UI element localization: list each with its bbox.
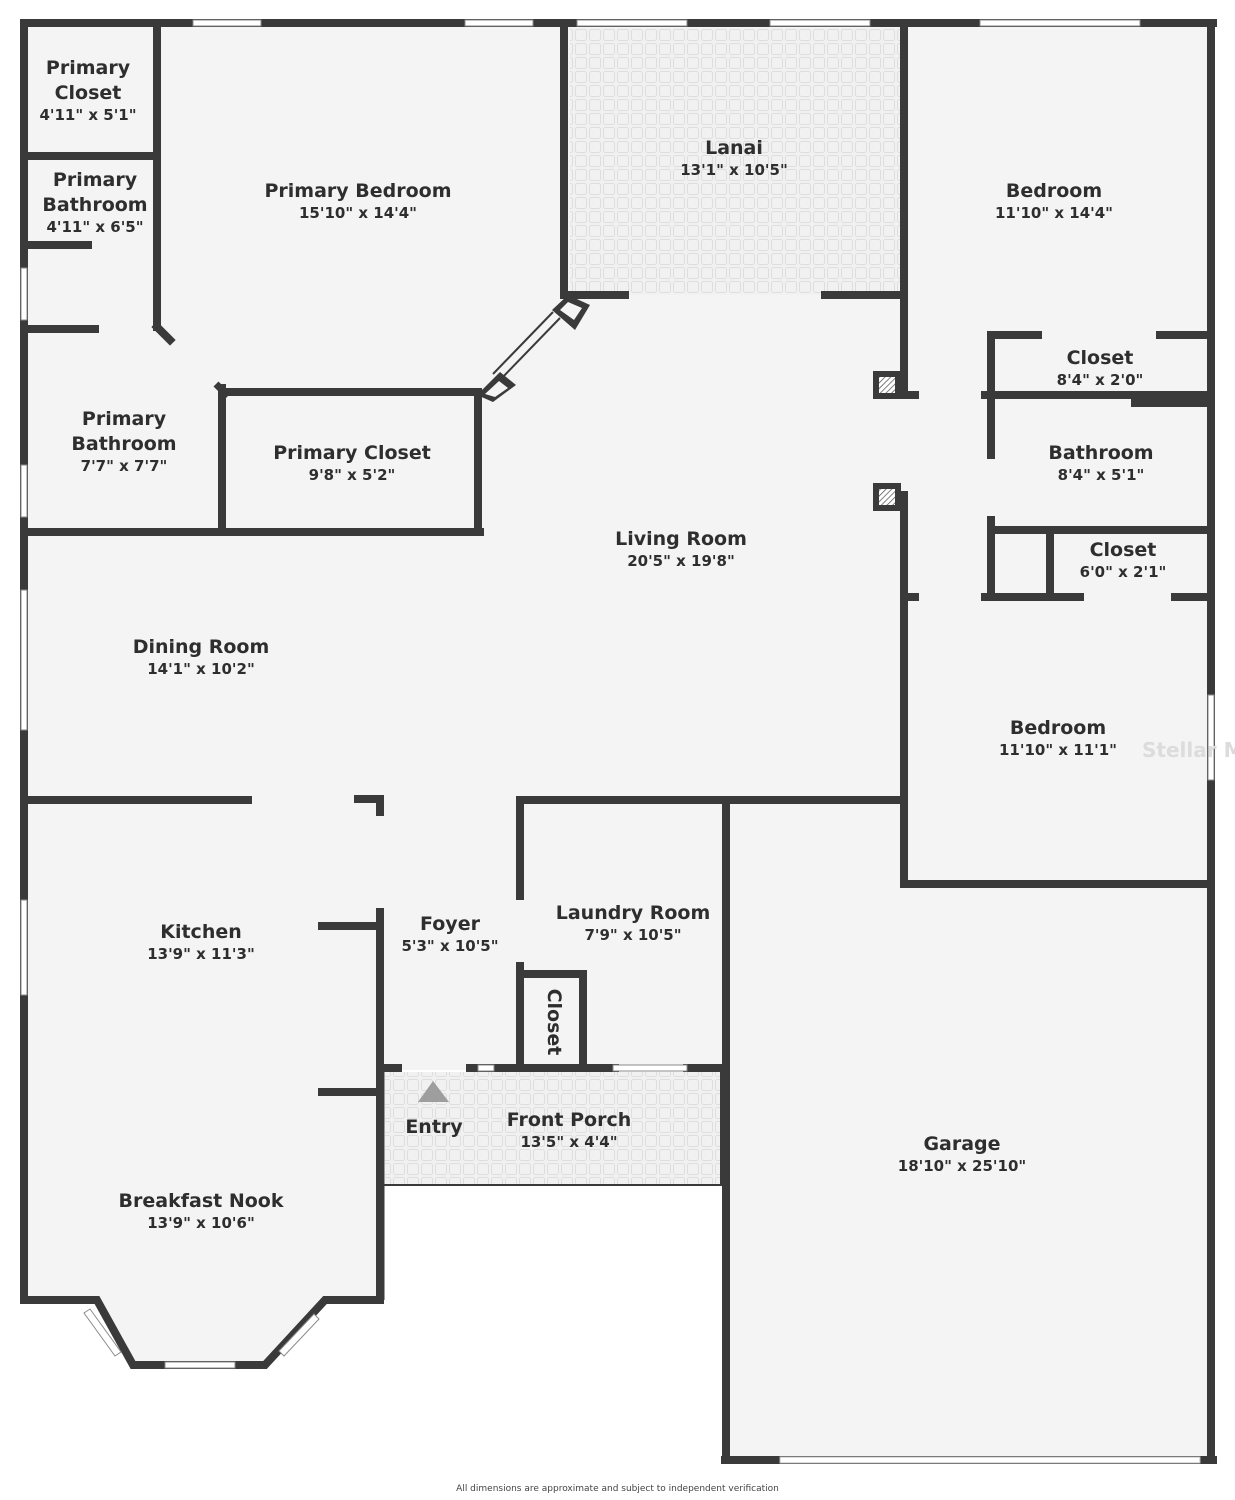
primary-bedroom-dims: 15'10" x 14'4" — [299, 204, 417, 222]
pillars — [213, 295, 590, 402]
watermark: Stellar MLS — [1142, 738, 1235, 762]
bedroom-top-dims: 11'10" x 14'4" — [995, 204, 1113, 222]
bedroom-bottom-dims: 11'10" x 11'1" — [999, 741, 1117, 759]
primary-bathroom-name-1: Primary — [82, 408, 167, 430]
closet-right-top-name: Closet — [1067, 347, 1134, 369]
primary-bathroom-small-name-1: Primary — [53, 169, 138, 191]
primary-bathroom-dims: 7'7" x 7'7" — [81, 457, 168, 475]
primary-closet-small-name-1: Primary — [46, 57, 131, 79]
bathroom-right-name: Bathroom — [1048, 442, 1153, 464]
disclaimer: All dimensions are approximate and subje… — [456, 1484, 779, 1494]
lanai-floor — [570, 28, 902, 295]
laundry-room-dims: 7'9" x 10'5" — [584, 926, 681, 944]
foyer-name: Foyer — [420, 913, 481, 935]
lanai-name: Lanai — [705, 137, 763, 159]
laundry-room-name: Laundry Room — [556, 902, 711, 924]
living-room-dims: 20'5" x 19'8" — [627, 552, 735, 570]
entry-arrow-icon — [418, 1081, 449, 1102]
garage-name: Garage — [923, 1133, 1000, 1155]
breakfast-nook-dims: 13'9" x 10'6" — [147, 1214, 255, 1232]
kitchen-name: Kitchen — [160, 921, 242, 943]
dining-room-dims: 14'1" x 10'2" — [147, 660, 255, 678]
closet-right-bottom-name: Closet — [1090, 539, 1157, 561]
front-porch-name: Front Porch — [507, 1109, 632, 1131]
living-room-name: Living Room — [615, 528, 747, 550]
front-porch-floor — [385, 1072, 723, 1185]
garage-dims: 18'10" x 25'10" — [898, 1157, 1026, 1175]
primary-closet-name: Primary Closet — [273, 442, 431, 464]
room-labels: Primary Closet 4'11" x 5'1" Primary Bath… — [39, 57, 1166, 1232]
foyer-dims: 5'3" x 10'5" — [401, 937, 498, 955]
kitchen-dims: 13'9" x 11'3" — [147, 945, 255, 963]
closet-laundry-name: Closet — [543, 989, 565, 1056]
dining-room-name: Dining Room — [133, 636, 270, 658]
thin-walls — [381, 1070, 723, 1300]
entry-name: Entry — [405, 1116, 463, 1138]
primary-closet-small-name-2: Closet — [55, 82, 122, 104]
bathroom-right-dims: 8'4" x 5'1" — [1058, 466, 1145, 484]
primary-closet-dims: 9'8" x 5'2" — [309, 466, 396, 484]
hatched-columns — [873, 371, 901, 511]
primary-bathroom-name-2: Bathroom — [71, 433, 176, 455]
closet-right-top-dims: 8'4" x 2'0" — [1057, 371, 1144, 389]
closet-right-bottom-dims: 6'0" x 2'1" — [1080, 563, 1167, 581]
primary-closet-small-dims: 4'11" x 5'1" — [39, 106, 136, 124]
windows — [20, 19, 1215, 1464]
bedroom-top-name: Bedroom — [1006, 180, 1102, 202]
floor-fills — [25, 25, 1210, 1460]
primary-bathroom-small-dims: 4'11" x 6'5" — [46, 218, 143, 236]
lanai-dims: 13'1" x 10'5" — [680, 161, 788, 179]
primary-bedroom-name: Primary Bedroom — [264, 180, 451, 202]
primary-bathroom-small-name-2: Bathroom — [42, 194, 147, 216]
front-porch-dims: 13'5" x 4'4" — [520, 1133, 617, 1151]
bedroom-bottom-name: Bedroom — [1010, 717, 1106, 739]
breakfast-nook-name: Breakfast Nook — [119, 1190, 284, 1212]
